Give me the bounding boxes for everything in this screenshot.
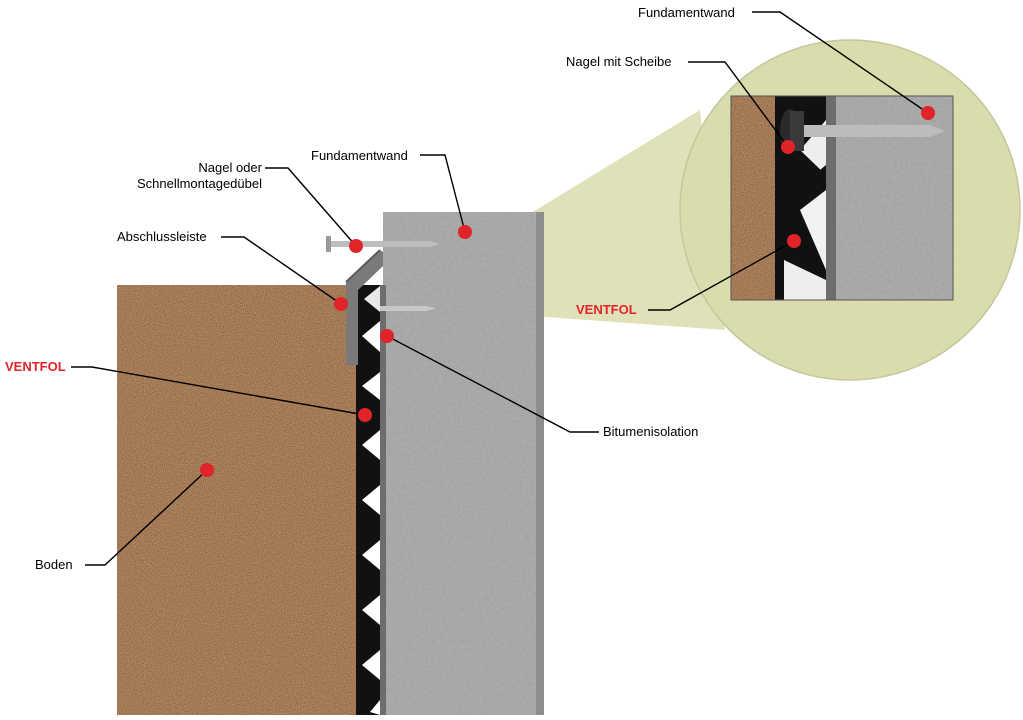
marker-fundamentwand-zoom [921,106,935,120]
label-schnellmontageduebel: Schnellmontagedübel [137,176,262,191]
bitumen-insulation [380,285,386,715]
nail-lower [380,306,436,311]
marker-ventfol [358,408,372,422]
label-fundamentwand: Fundamentwand [311,148,408,163]
label-ventfol-zoom: VENTFOL [576,302,637,317]
ventfol-membrane [356,285,380,715]
marker-ventfol-zoom [787,234,801,248]
zoom-membrane [775,96,784,300]
label-nagel-mit-scheibe: Nagel mit Scheibe [566,54,672,69]
label-boden: Boden [35,557,73,572]
marker-nagel-mit-scheibe [781,140,795,154]
label-abschlussleiste: Abschlussleiste [117,229,207,244]
leader-lines [71,11,929,566]
termination-strip [346,250,383,365]
marker-nagel [349,239,363,253]
label-ventfol: VENTFOL [5,359,66,374]
label-bitumenisolation: Bitumenisolation [603,424,698,439]
label-nagel-oder: Nagel oder [198,160,262,175]
marker-abschlussleiste [334,297,348,311]
foundation-wall [383,212,544,715]
magnifier [679,39,1021,381]
marker-dots [200,106,935,477]
marker-fundamentwand [458,225,472,239]
marker-boden [200,463,214,477]
nail-top [326,236,440,252]
marker-bitumenisolation [380,329,394,343]
label-fundamentwand-zoom: Fundamentwand [638,5,735,20]
soil-layer [117,285,357,715]
zoom-soil [731,96,775,300]
